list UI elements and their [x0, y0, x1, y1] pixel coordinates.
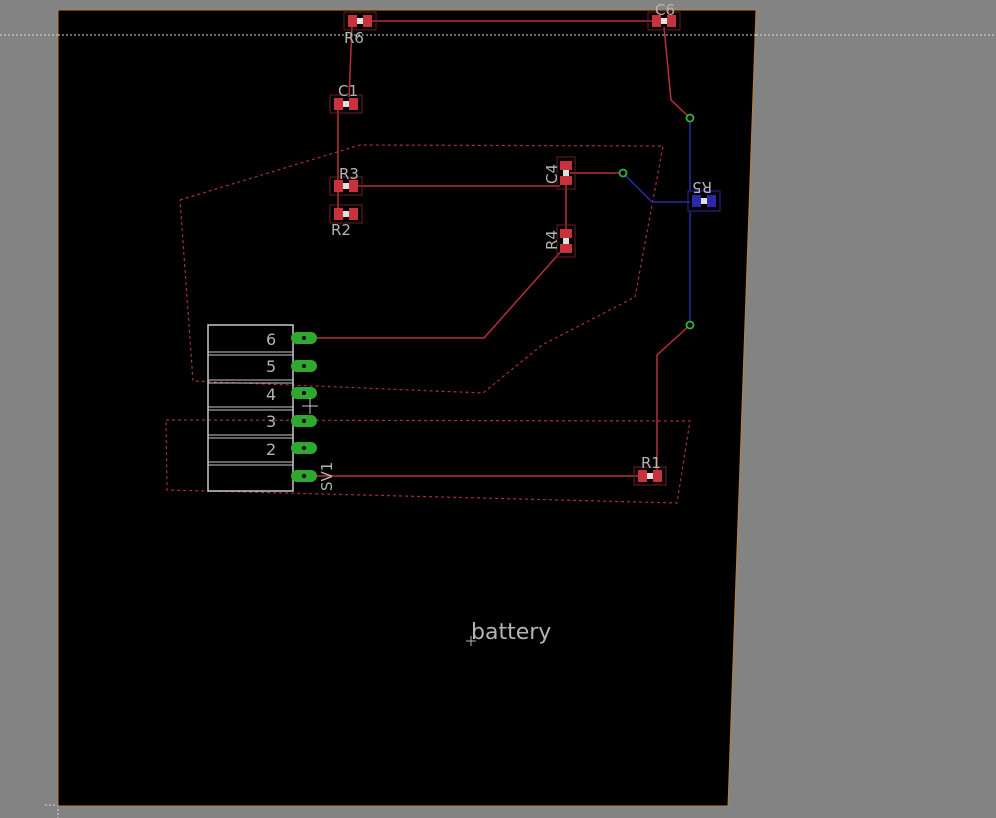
component-r3[interactable]	[329, 176, 363, 196]
header-sv1[interactable]	[207, 324, 294, 492]
vias[interactable]	[618, 113, 695, 330]
header-pin-label: 4	[266, 385, 276, 404]
component-r2[interactable]	[329, 204, 363, 224]
label-c6: C6	[655, 1, 675, 19]
label-r5: R5	[692, 178, 712, 196]
header-pin-label: 5	[266, 357, 276, 376]
label-r3: R3	[339, 165, 359, 183]
label-r6: R6	[344, 29, 364, 47]
via[interactable]	[685, 320, 695, 330]
component-r5[interactable]	[687, 190, 721, 212]
component-r6[interactable]	[343, 11, 377, 31]
pcb-board[interactable]	[57, 9, 757, 807]
header-pin-label: 2	[266, 440, 276, 459]
label-sv1: SV1	[318, 462, 336, 491]
board-label-battery[interactable]: battery	[471, 620, 551, 645]
top-layer-traces[interactable]	[314, 20, 691, 477]
label-r1: R1	[641, 454, 661, 472]
component-r4[interactable]	[556, 224, 576, 258]
label-r4: R4	[543, 230, 561, 250]
component-r1[interactable]	[633, 466, 667, 486]
component-c1[interactable]	[329, 94, 363, 114]
bottom-layer-traces[interactable]	[622, 118, 691, 325]
via[interactable]	[685, 113, 695, 123]
via[interactable]	[618, 168, 628, 178]
header-pin-label: 6	[266, 330, 276, 349]
label-r2: R2	[331, 221, 351, 239]
label-c4: C4	[543, 164, 561, 184]
copper-pour-outline-lower[interactable]	[165, 419, 691, 504]
component-c4[interactable]	[556, 156, 576, 190]
header-pad-holes	[302, 336, 306, 478]
label-c1: C1	[338, 82, 358, 100]
component-c6[interactable]	[647, 11, 681, 31]
copper-pour-outline-upper[interactable]	[179, 144, 664, 394]
header-pin-label: 3	[266, 412, 276, 431]
